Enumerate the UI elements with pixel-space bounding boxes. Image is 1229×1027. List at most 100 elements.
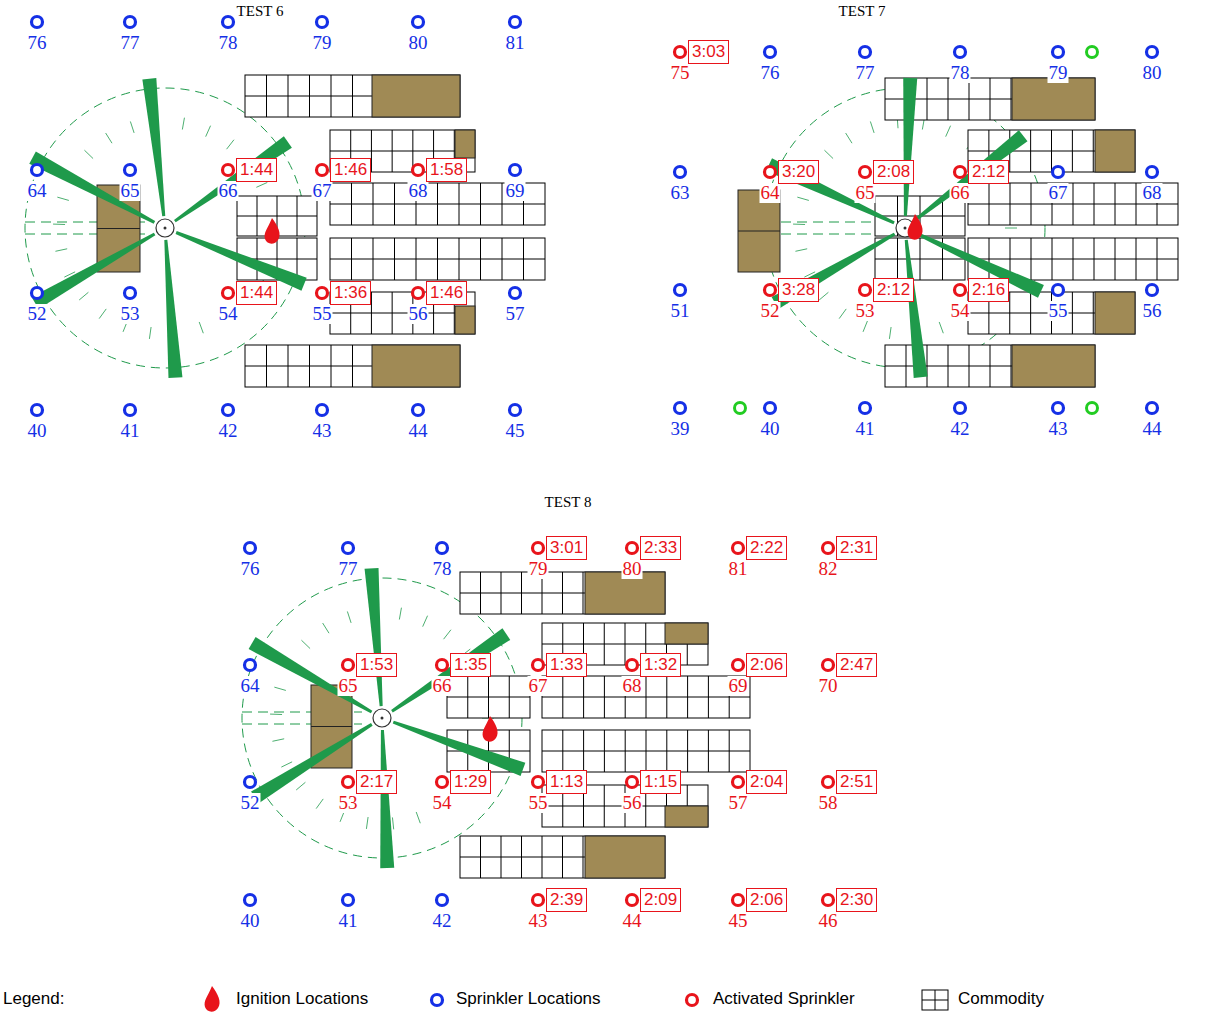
activation-time: 3:01: [550, 538, 583, 557]
activation-time: 1:44: [240, 283, 273, 302]
legend-commodity-line: [922, 1000, 948, 1001]
activated-sprinkler: [343, 660, 354, 671]
sprinkler: [675, 403, 686, 414]
fan-tick: [79, 292, 88, 300]
fan-tick: [392, 817, 393, 829]
sprinkler: [860, 403, 871, 414]
activated-sprinkler: [823, 660, 834, 671]
activation-time: 2:08: [877, 162, 910, 181]
fan-blade: [249, 637, 373, 713]
activation-time: 1:29: [454, 772, 487, 791]
test-title: TEST 6: [237, 4, 284, 20]
activation-time: 2:16: [972, 280, 1005, 299]
sprinkler: [765, 47, 776, 58]
sprinkler-number: 51: [670, 301, 691, 321]
activated-sprinkler: [860, 167, 871, 178]
legend-commodity: [922, 990, 948, 1010]
activation-time-box: 2:17: [356, 770, 397, 794]
activated-sprinkler: [765, 167, 776, 178]
fan-tick: [227, 140, 234, 149]
rack-outline: [875, 238, 965, 280]
fan-tick: [256, 182, 267, 187]
rack-cell-line: [237, 216, 317, 217]
sprinkler-number: 55: [312, 304, 333, 324]
sprinkler-number: 79: [312, 33, 333, 53]
activation-time: 2:09: [644, 890, 677, 909]
sprinkler-number: 76: [760, 63, 781, 83]
sprinkler-number: 46: [818, 911, 839, 931]
sprinkler-number: 77: [120, 33, 141, 53]
activation-time: 3:28: [782, 280, 815, 299]
activation-time-box: 2:30: [836, 888, 877, 912]
sprinkler: [955, 47, 966, 58]
sprinkler: [245, 777, 256, 788]
sprinkler-number: 76: [240, 559, 261, 579]
activation-time-box: 2:12: [873, 278, 914, 302]
activation-time: 1:46: [334, 160, 367, 179]
fan-tick: [106, 133, 112, 143]
sprinkler-number: 82: [818, 559, 839, 579]
rack-outline: [245, 345, 460, 387]
sprinkler: [675, 285, 686, 296]
sprinkler-number: 41: [338, 911, 359, 931]
activation-time: 2:12: [877, 280, 910, 299]
commodity-block: [455, 306, 475, 334]
fan-tick: [1005, 228, 1017, 229]
fan-hub-dot: [381, 717, 384, 720]
fan-hub-dot: [164, 227, 167, 230]
sprinkler-number: 57: [505, 304, 526, 324]
activation-time: 2:04: [750, 772, 783, 791]
activation-time-box: 2:12: [968, 160, 1009, 184]
fan-blade: [251, 723, 373, 803]
sprinkler-number: 53: [120, 304, 141, 324]
fan-hub-dot: [904, 227, 907, 230]
activation-time: 1:33: [550, 655, 583, 674]
sprinkler: [413, 17, 424, 28]
fan-blade: [142, 78, 165, 216]
sprinkler: [343, 543, 354, 554]
fan-tick: [99, 309, 106, 319]
sprinkler: [510, 17, 521, 28]
sprinkler: [1053, 167, 1064, 178]
fan-tick: [889, 327, 891, 339]
sprinkler-number: 56: [1142, 301, 1163, 321]
fan-tick: [863, 321, 867, 332]
sprinkler-number: 75: [670, 63, 691, 83]
sprinkler-number: 53: [855, 301, 876, 321]
rack-outline: [460, 836, 665, 878]
activated-sprinkler: [823, 543, 834, 554]
activated-sprinkler: [413, 165, 424, 176]
activation-time: 1:13: [550, 772, 583, 791]
activation-time: 2:17: [360, 772, 393, 791]
sprinkler-number: 78: [950, 63, 971, 83]
test-panel: [242, 543, 834, 906]
legend-flame: [205, 986, 220, 1012]
sprinkler: [223, 17, 234, 28]
activated-sprinkler: [317, 288, 328, 299]
sprinkler: [317, 405, 328, 416]
sprinkler-number: 52: [27, 304, 48, 324]
test-panel: [675, 47, 1179, 414]
sprinkler-number: 44: [408, 421, 429, 441]
sprinkler-number: 66: [950, 183, 971, 203]
commodity-rack: [968, 183, 1178, 225]
rack-outline: [447, 676, 530, 718]
rack-outline: [245, 75, 460, 117]
commodity-rack: [330, 238, 545, 280]
activated-sprinkler: [223, 165, 234, 176]
fan-blade: [29, 151, 155, 223]
sprinkler-number: 40: [760, 419, 781, 439]
sprinkler-number: 65: [338, 676, 359, 696]
activation-time-box: 1:46: [426, 281, 467, 305]
sprinkler-number: 69: [505, 181, 526, 201]
test-panel: [25, 17, 545, 416]
activation-time-box: 2:47: [836, 653, 877, 677]
commodity-block: [665, 623, 708, 644]
commodity-rack: [245, 75, 460, 117]
sprinkler: [317, 17, 328, 28]
sprinkler: [1147, 285, 1158, 296]
activated-sprinkler: [627, 660, 638, 671]
sprinkler-number: 54: [218, 304, 239, 324]
fan-tick: [84, 150, 93, 158]
sprinkler-number: 78: [218, 33, 239, 53]
